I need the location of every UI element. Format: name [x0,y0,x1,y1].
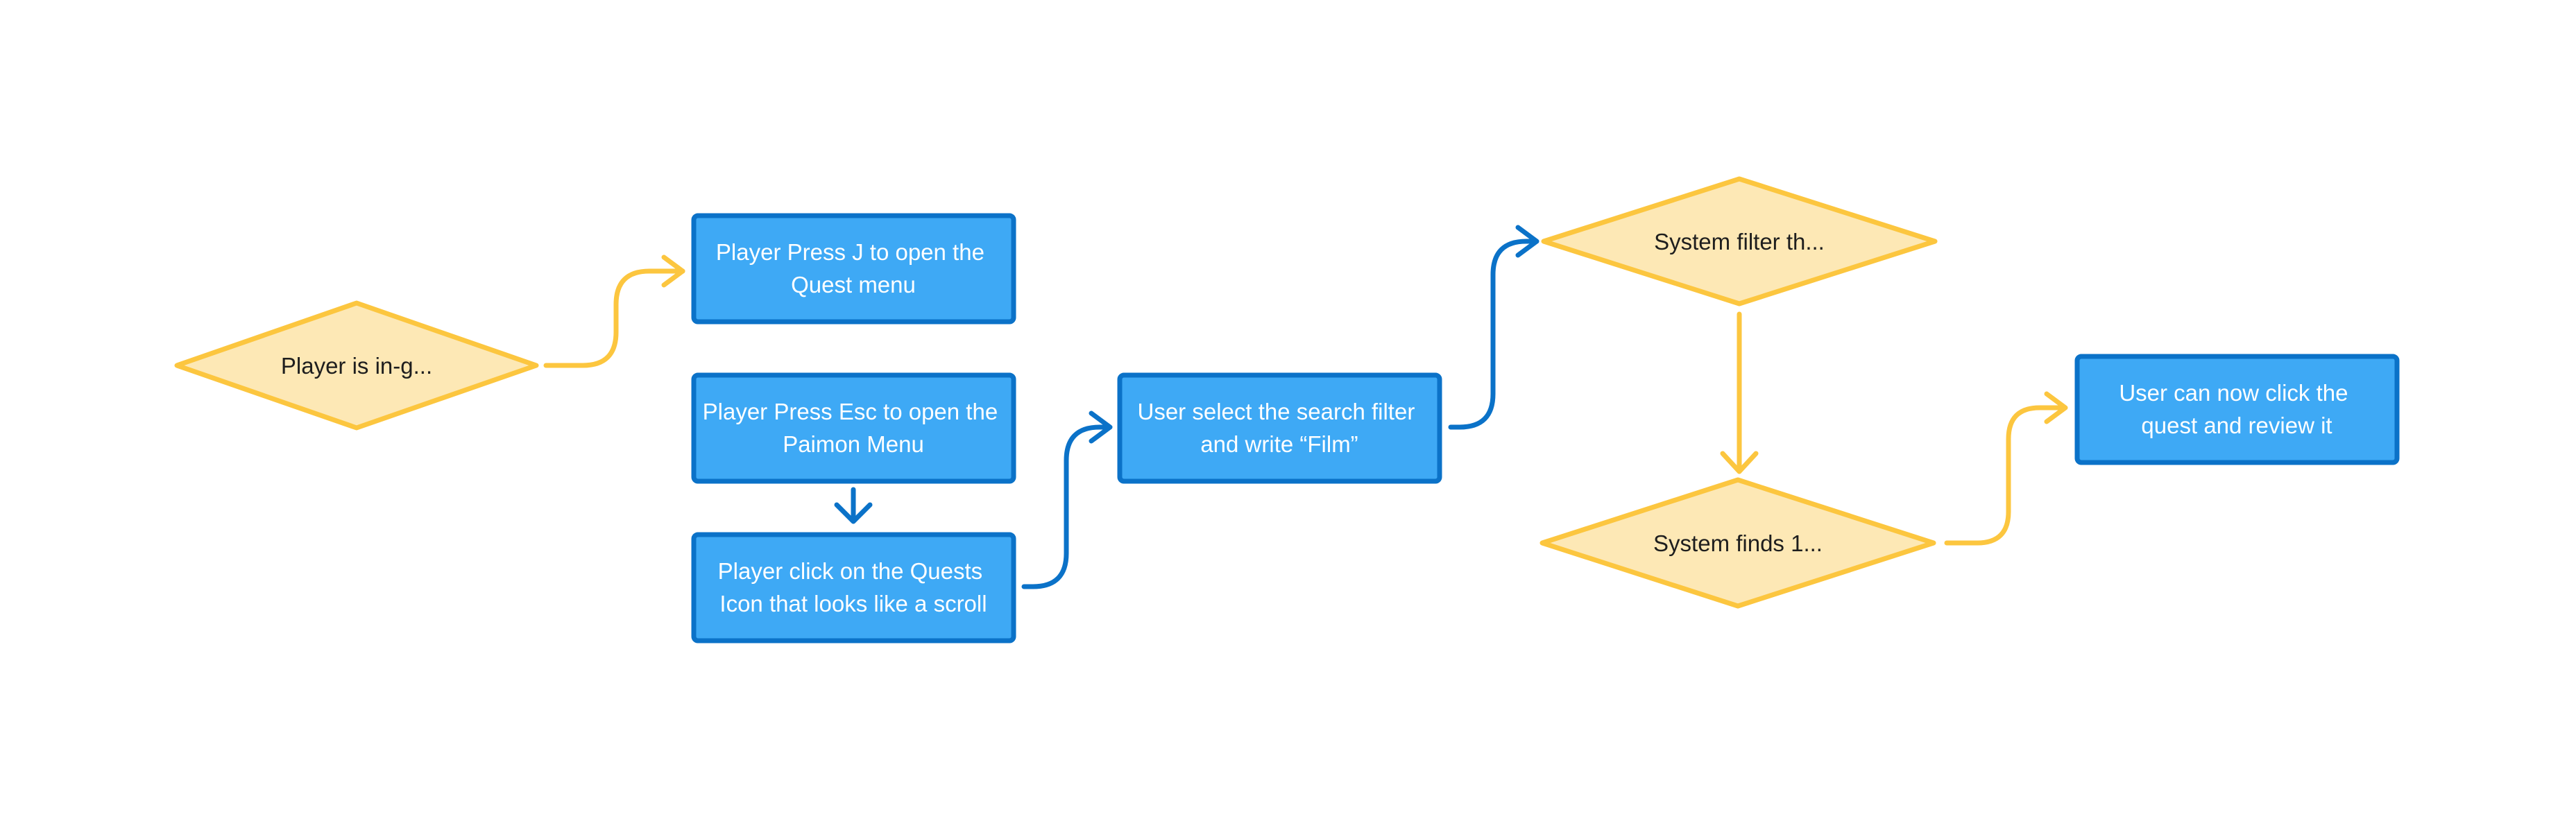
edge-click-quests-to-search-filter [1021,410,1113,589]
decision-system-finds[interactable]: System finds 1... [1539,477,1936,609]
edge-system-filter-to-system-finds [1720,311,1759,474]
process-label-line-2: quest and review it [2141,413,2332,438]
process-label-line-2: and write “Film” [1200,431,1358,457]
process-search-filter[interactable]: User select the search filter and write … [1117,372,1442,484]
process-press-esc[interactable]: Player Press Esc to open the Paimon Menu [691,372,1016,484]
edge-system-finds-to-review-quest [1944,391,2068,546]
svg-text:System finds 1...: System finds 1... [1653,530,1823,556]
edge-player-in-game-to-press-j [543,254,685,368]
svg-text:User can now click the q: User can now click the quest and review … [2119,380,2354,438]
edge-search-filter-to-system-filter [1448,225,1539,430]
decision-player-in-game[interactable]: Player is in-g... [174,300,539,431]
process-label-line-2: Icon that looks like a scroll [719,591,987,616]
process-press-j[interactable]: Player Press J to open the Quest menu [691,213,1016,325]
process-label-line-2: Paimon Menu [783,431,924,457]
svg-text:User select the search filter: User select the search filter and write … [1138,399,1422,457]
decision-label: System finds 1... [1653,530,1823,556]
process-label-line-1: Player Press Esc to open the [703,399,998,424]
process-review-quest[interactable]: User can now click the quest and review … [2074,354,2400,465]
connectors [543,225,2068,589]
edge-press-esc-to-click-quests [834,487,873,524]
svg-text:System filter th...: System filter th... [1654,229,1825,254]
process-label-line-1: User can now click the [2119,380,2348,406]
svg-text:Player click on the Quests: Player click on the Quests Icon that loo… [718,558,989,616]
process-label-line-1: Player click on the Quests [718,558,983,584]
process-label-line-2: Quest menu [791,272,916,297]
process-label-line-1: Player Press J to open the [716,239,984,265]
process-click-quests[interactable]: Player click on the Quests Icon that loo… [691,532,1016,643]
decision-label: System filter th... [1654,229,1825,254]
svg-text:Player is in-g...: Player is in-g... [281,353,432,379]
svg-text:Player Press J to open the: Player Press J to open the Quest menu [716,239,991,297]
process-label-line-1: User select the search filter [1138,399,1415,424]
decision-system-filter[interactable]: System filter th... [1541,176,1938,306]
decision-label: Player is in-g... [281,353,432,379]
svg-text:Player Press Esc to open the: Player Press Esc to open the Paimon Menu [703,399,1005,457]
